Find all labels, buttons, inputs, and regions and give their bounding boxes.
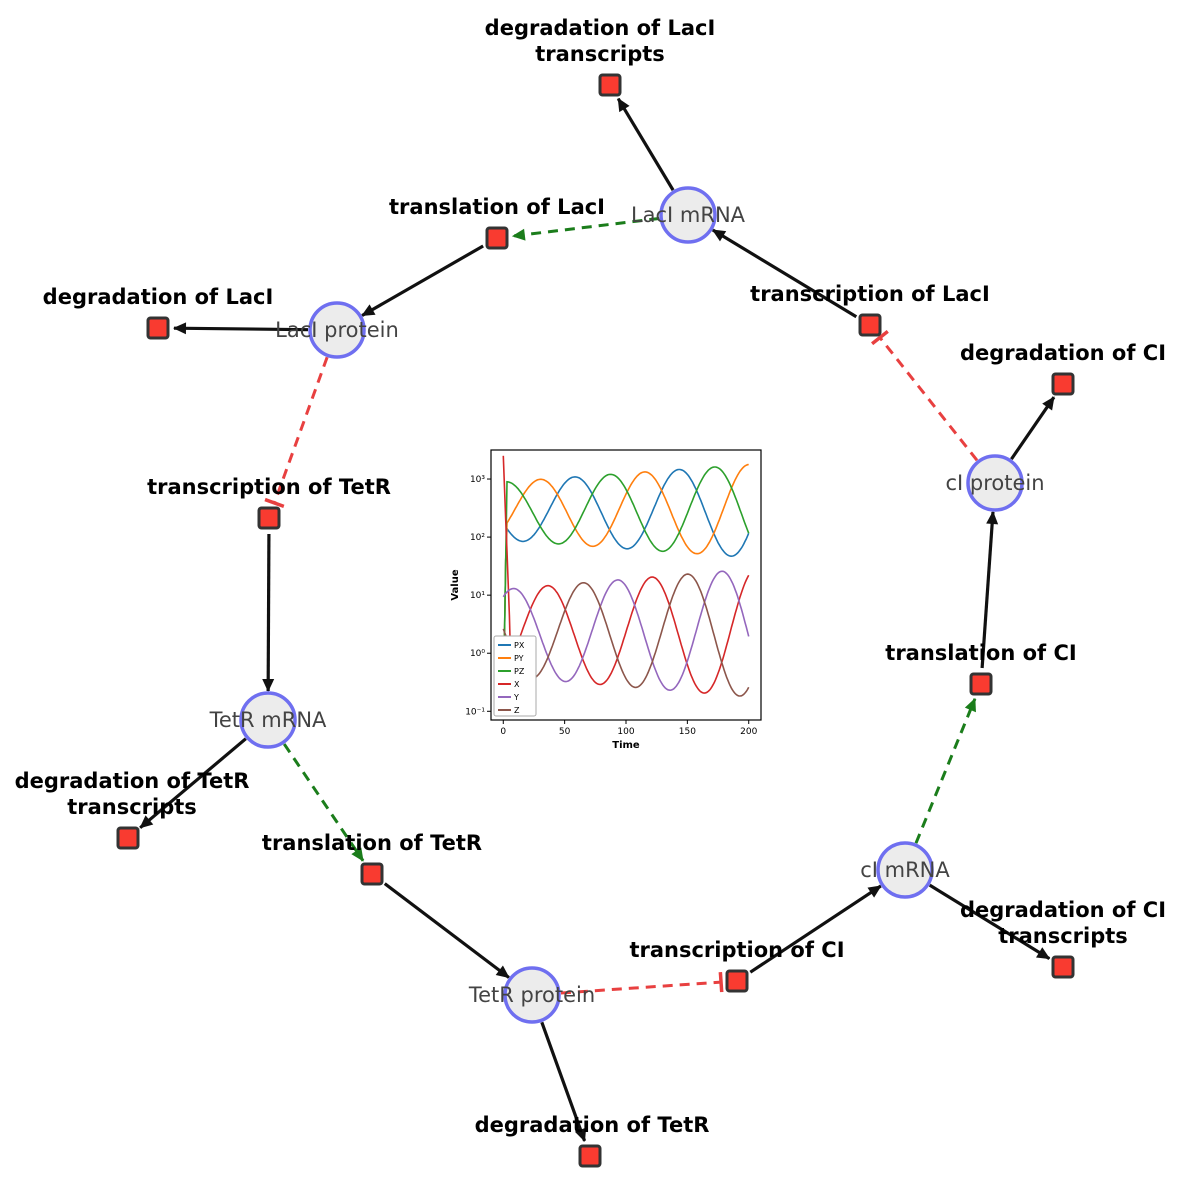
edge-production-transl-lacI--lacI-protein xyxy=(361,244,484,317)
reaction-node-deg-tetR-tx[interactable] xyxy=(116,826,140,850)
reaction-label-txn-tetR-0: transcription of TetR xyxy=(147,475,391,499)
species-node-tetR-protein[interactable] xyxy=(503,966,561,1024)
reaction-node-deg-lacI-tx[interactable] xyxy=(598,73,622,97)
y-tick-label: 10⁻¹ xyxy=(465,707,485,717)
edge-consumption-cI-protein--deg-cI xyxy=(1010,396,1056,461)
labels-layer: degradation of LacItranscriptstranslatio… xyxy=(15,16,1166,1137)
reaction-label-deg-tetR-tx-1: transcripts xyxy=(67,795,197,819)
reaction-label-deg-lacI-0: degradation of LacI xyxy=(43,285,274,309)
edge-inhibition-lacI-protein--txn-tetR xyxy=(264,356,329,509)
edge-modifier-cI-mRNA--transl-cI xyxy=(914,697,977,844)
species-node-lacI-protein[interactable] xyxy=(308,301,366,359)
series-curve-Z xyxy=(502,573,750,697)
reaction-node-deg-cI[interactable] xyxy=(1051,372,1075,396)
x-axis-label: Time xyxy=(612,740,640,751)
x-tick-label: 0 xyxy=(500,727,506,737)
edge-consumption-lacI-mRNA--deg-lacI-tx xyxy=(616,97,675,191)
reaction-label-txn-lacI-0: transcription of LacI xyxy=(750,282,990,306)
edge-inhibition-tetR-protein--txn-cI xyxy=(560,971,724,995)
legend-label-Y: Y xyxy=(513,693,519,702)
x-tick-label: 150 xyxy=(679,727,696,737)
edge-inhibition-cI-protein--txn-lacI xyxy=(870,329,979,462)
legend-label-X: X xyxy=(514,680,520,689)
edge-production-txn-lacI--lacI-mRNA xyxy=(711,228,858,319)
edges-layer xyxy=(139,97,1056,1142)
reaction-node-txn-cI[interactable] xyxy=(725,969,749,993)
edge-production-txn-tetR--tetR-mRNA xyxy=(262,533,275,693)
y-axis-label: Value xyxy=(450,569,461,600)
curves-layer xyxy=(502,455,750,712)
reaction-node-deg-tetR[interactable] xyxy=(578,1144,602,1168)
reaction-node-transl-tetR[interactable] xyxy=(360,862,384,886)
species-label-tetR-mRNA: TetR mRNA xyxy=(209,708,327,732)
x-tick-label: 100 xyxy=(617,727,634,737)
edge-modifier-lacI-mRNA--transl-lacI xyxy=(511,216,660,241)
y-tick-label: 10³ xyxy=(470,475,485,485)
reaction-node-txn-tetR[interactable] xyxy=(257,506,281,530)
reaction-node-deg-cI-tx[interactable] xyxy=(1051,955,1075,979)
reaction-label-transl-lacI-0: translation of LacI xyxy=(389,195,605,219)
edge-consumption-tetR-protein--deg-tetR xyxy=(540,1021,587,1142)
reaction-label-deg-tetR-0: degradation of TetR xyxy=(475,1113,710,1137)
species-label-lacI-protein: LacI protein xyxy=(275,318,399,342)
y-tick-label: 10¹ xyxy=(470,591,485,601)
legend-label-PX: PX xyxy=(514,641,525,650)
y-tick-label: 10⁰ xyxy=(470,649,485,659)
legend-label-PZ: PZ xyxy=(514,667,525,676)
species-label-cI-protein: cI protein xyxy=(945,471,1044,495)
species-node-lacI-mRNA[interactable] xyxy=(659,186,717,244)
edge-consumption-cI-mRNA--deg-cI-tx xyxy=(928,883,1051,960)
legend-label-Z: Z xyxy=(514,706,520,715)
edge-production-transl-tetR--tetR-protein xyxy=(383,882,510,979)
reaction-node-txn-lacI[interactable] xyxy=(858,313,882,337)
species-label-tetR-protein: TetR protein xyxy=(468,983,595,1007)
edge-modifier-tetR-mRNA--transl-tetR xyxy=(282,743,365,862)
edge-consumption-tetR-mRNA--deg-tetR-tx xyxy=(139,737,247,829)
reaction-label-transl-cI-0: translation of CI xyxy=(885,641,1076,665)
edge-production-txn-cI--cI-mRNA xyxy=(749,884,882,974)
edge-consumption-lacI-protein--deg-lacI xyxy=(172,322,309,335)
edge-production-transl-cI--cI-protein xyxy=(980,510,999,669)
x-tick-label: 50 xyxy=(559,727,571,737)
series-curve-PZ xyxy=(502,466,750,712)
x-tick-label: 200 xyxy=(740,727,757,737)
species-label-lacI-mRNA: LacI mRNA xyxy=(631,203,746,227)
reaction-label-deg-tetR-tx-0: degradation of TetR xyxy=(15,769,250,793)
series-curve-PY xyxy=(502,463,749,712)
reaction-label-transl-tetR-0: translation of TetR xyxy=(262,831,482,855)
reaction-label-deg-cI-tx-0: degradation of CI xyxy=(960,898,1166,922)
species-label-cI-mRNA: cI mRNA xyxy=(860,858,950,882)
species-node-cI-mRNA[interactable] xyxy=(876,841,934,899)
reaction-label-deg-cI-0: degradation of CI xyxy=(960,341,1166,365)
y-tick-label: 10² xyxy=(470,533,485,543)
reaction-label-deg-lacI-tx-1: transcripts xyxy=(535,42,665,66)
series-curve-Y xyxy=(502,570,750,692)
series-curve-PX xyxy=(502,468,750,712)
species-node-tetR-mRNA[interactable] xyxy=(239,691,297,749)
reaction-node-transl-cI[interactable] xyxy=(969,672,993,696)
series-curve-X xyxy=(502,455,750,694)
nodes-layer xyxy=(116,73,1075,1168)
reaction-label-txn-cI-0: transcription of CI xyxy=(629,938,844,962)
legend-label-PY: PY xyxy=(514,654,524,663)
reaction-node-deg-lacI[interactable] xyxy=(146,316,170,340)
reaction-label-deg-cI-tx-1: transcripts xyxy=(998,924,1128,948)
reaction-node-transl-lacI[interactable] xyxy=(485,226,509,250)
reaction-label-deg-lacI-tx-0: degradation of LacI xyxy=(485,16,716,40)
species-node-cI-protein[interactable] xyxy=(966,454,1024,512)
